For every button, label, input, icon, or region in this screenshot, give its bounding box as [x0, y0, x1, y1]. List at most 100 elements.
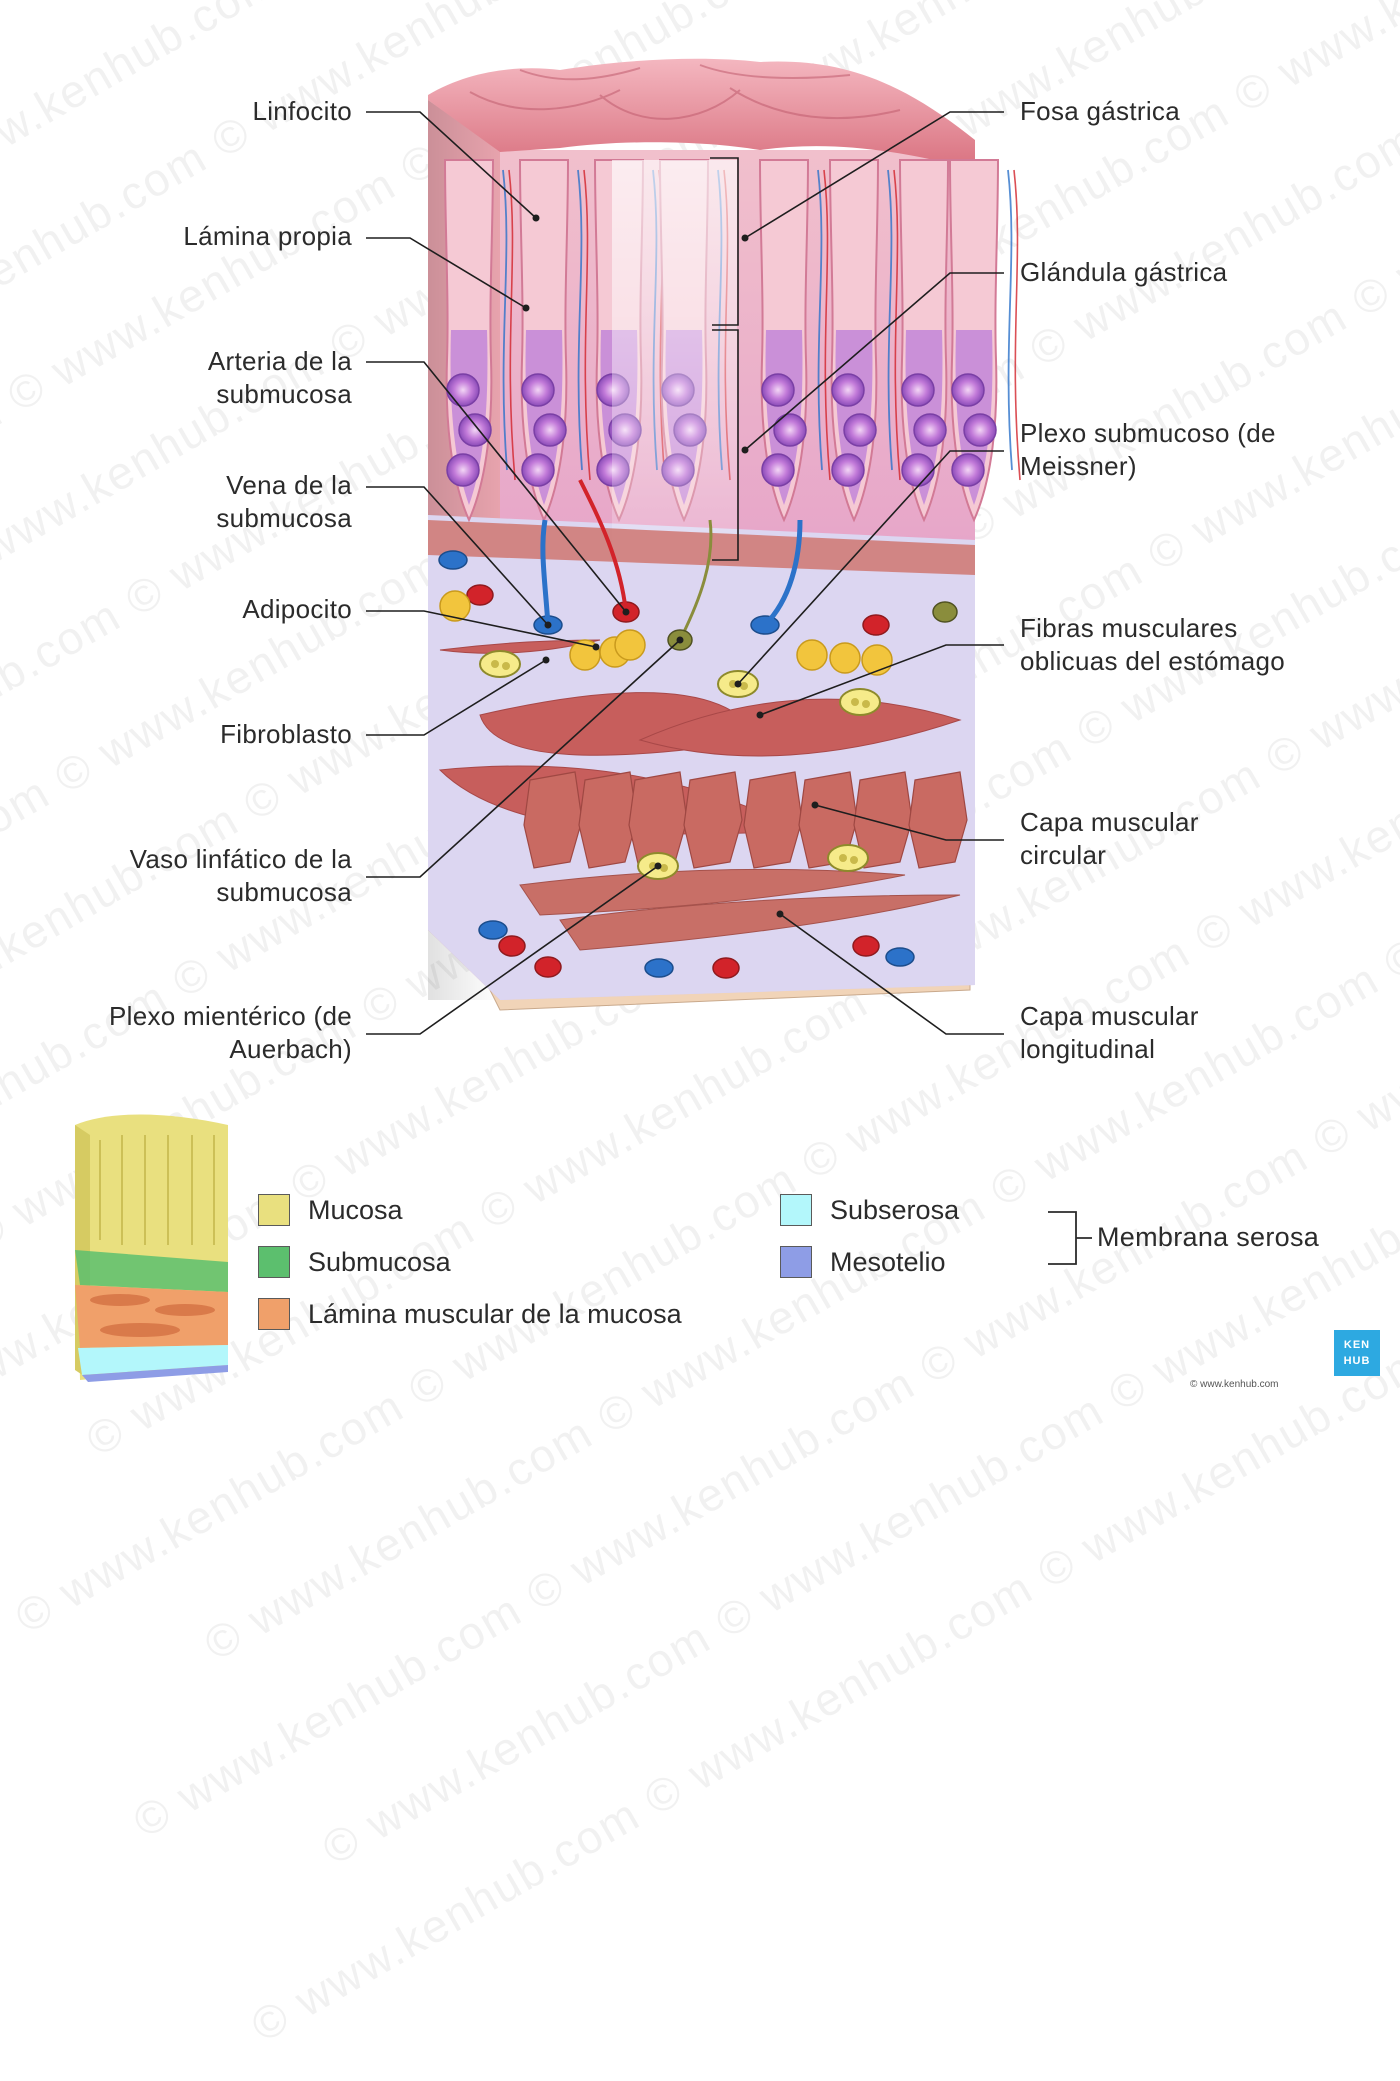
capillary-blue — [1007, 169, 1013, 471]
adipocyte — [439, 590, 471, 622]
leader-lines — [366, 111, 1004, 1035]
mucosal-surface — [428, 58, 975, 170]
gland-acinus — [843, 413, 877, 447]
adipocyte — [796, 639, 828, 671]
gland-acinus — [446, 453, 480, 487]
swatch-mesotelio — [780, 1246, 812, 1278]
gland-acinus — [458, 413, 492, 447]
leader-dot — [622, 608, 630, 616]
capillary-red — [823, 169, 831, 481]
gland-acinus — [901, 373, 935, 407]
leader-dot — [676, 636, 684, 644]
leader-line — [366, 610, 597, 648]
gland-acinus — [521, 373, 555, 407]
legend-mesotelio: Mesotelio — [780, 1246, 946, 1278]
artery-section — [466, 584, 494, 606]
capillary-blue — [502, 169, 508, 471]
legend-subserosa: Subserosa — [780, 1194, 959, 1226]
label-glandula-gastrica: Glándula gástrica — [1020, 257, 1228, 287]
kenhub-logo[interactable]: KEN HUB — [1334, 1330, 1380, 1376]
label-lamina-propia: Lámina propia — [183, 221, 352, 251]
ganglion-cell — [862, 700, 870, 708]
ganglion-cell — [839, 854, 847, 862]
legend-submucosa: Submucosa — [258, 1246, 451, 1278]
gland-acinus — [446, 373, 480, 407]
ganglion — [827, 844, 869, 872]
leader-line — [744, 111, 1004, 239]
ganglion-cell — [740, 682, 748, 690]
leader-line — [759, 644, 1004, 716]
label-plexo-mienterico: Plexo mientérico (de Auerbach) — [109, 1001, 352, 1064]
leader-line — [366, 361, 627, 613]
capillary-red — [508, 169, 516, 481]
label-arteria-submucosa: Arteria de la submucosa — [207, 346, 352, 409]
ganglion-cell — [729, 680, 737, 688]
ganglion — [839, 688, 881, 716]
label-fibras-oblicuas: Fibras musculares oblicuas del estómago — [1020, 613, 1286, 676]
legend-label-lamina-muscular: Lámina muscular de la mucosa — [308, 1298, 682, 1329]
leader-dot — [756, 711, 764, 719]
vein-section — [478, 920, 508, 940]
ganglion-cell — [850, 856, 858, 864]
capillary-blue — [577, 169, 583, 471]
legend-label-submucosa: Submucosa — [308, 1246, 451, 1277]
leader-dot — [532, 214, 540, 222]
label-fosa-gastrica: Fosa gástrica — [1020, 96, 1180, 126]
label-capa-circular: Capa muscular circular — [1020, 807, 1199, 870]
leader-line — [779, 913, 1004, 1035]
label-linfocito: Linfocito — [252, 96, 352, 126]
circular-muscle-layer — [523, 771, 968, 869]
artery-section — [534, 956, 562, 978]
artery-branch — [578, 479, 628, 613]
leader-line — [366, 486, 549, 626]
gland-acinus — [913, 413, 947, 447]
leader-line — [366, 659, 547, 736]
gland-acinus — [773, 413, 807, 447]
vein-section — [644, 958, 674, 978]
swatch-lamina-muscular — [258, 1298, 290, 1330]
vein-section — [885, 947, 915, 967]
gland-acinus — [761, 373, 795, 407]
surface-folds — [469, 64, 901, 120]
ganglion — [479, 650, 521, 678]
leader-line — [744, 272, 1004, 451]
ganglion-cell — [491, 660, 499, 668]
leader-dot — [522, 304, 530, 312]
gland-acinus — [963, 413, 997, 447]
stomach-wall-illustration — [75, 58, 1092, 1382]
legend-label-mucosa: Mucosa — [308, 1194, 403, 1225]
label-plexo-submucoso: Plexo submucoso (de Meissner) — [1020, 418, 1276, 481]
artery-section — [498, 935, 526, 957]
label-adipocito: Adipocito — [242, 594, 352, 624]
leader-line — [366, 865, 659, 1035]
leader-dot — [741, 234, 749, 242]
legend-label-subserosa: Subserosa — [830, 1194, 960, 1225]
fosa-bracket — [710, 157, 739, 561]
logo-line1: KEN — [1343, 1339, 1371, 1351]
gland-acinus — [831, 453, 865, 487]
artery-section — [712, 957, 740, 979]
label-vaso-linfatico: Vaso linfático de la submucosa — [129, 844, 352, 907]
leader-dot — [542, 656, 550, 664]
leader-dot — [654, 862, 662, 870]
legend-mucosa: Mucosa — [258, 1194, 403, 1226]
longitudinal-muscle-layer — [519, 868, 961, 951]
ganglion-cell — [502, 662, 510, 670]
leader-dot — [776, 910, 784, 918]
leader-dot — [741, 446, 749, 454]
vein-section — [438, 550, 468, 570]
leader-line — [737, 450, 1004, 685]
legend-label-mesotelio: Mesotelio — [830, 1246, 946, 1277]
adipocytes — [439, 590, 893, 676]
artery-section — [862, 614, 890, 636]
capillary-red — [1013, 169, 1021, 481]
swatch-subserosa — [780, 1194, 812, 1226]
credit-text: © www.kenhub.com — [1190, 1379, 1279, 1390]
adipocyte — [614, 629, 646, 661]
gland-acinus — [901, 453, 935, 487]
vein-branch — [763, 519, 803, 627]
legend-thumbnail — [75, 1114, 228, 1382]
artery-section — [852, 935, 880, 957]
leader-line — [366, 639, 681, 878]
circular-fascicle — [523, 771, 583, 869]
